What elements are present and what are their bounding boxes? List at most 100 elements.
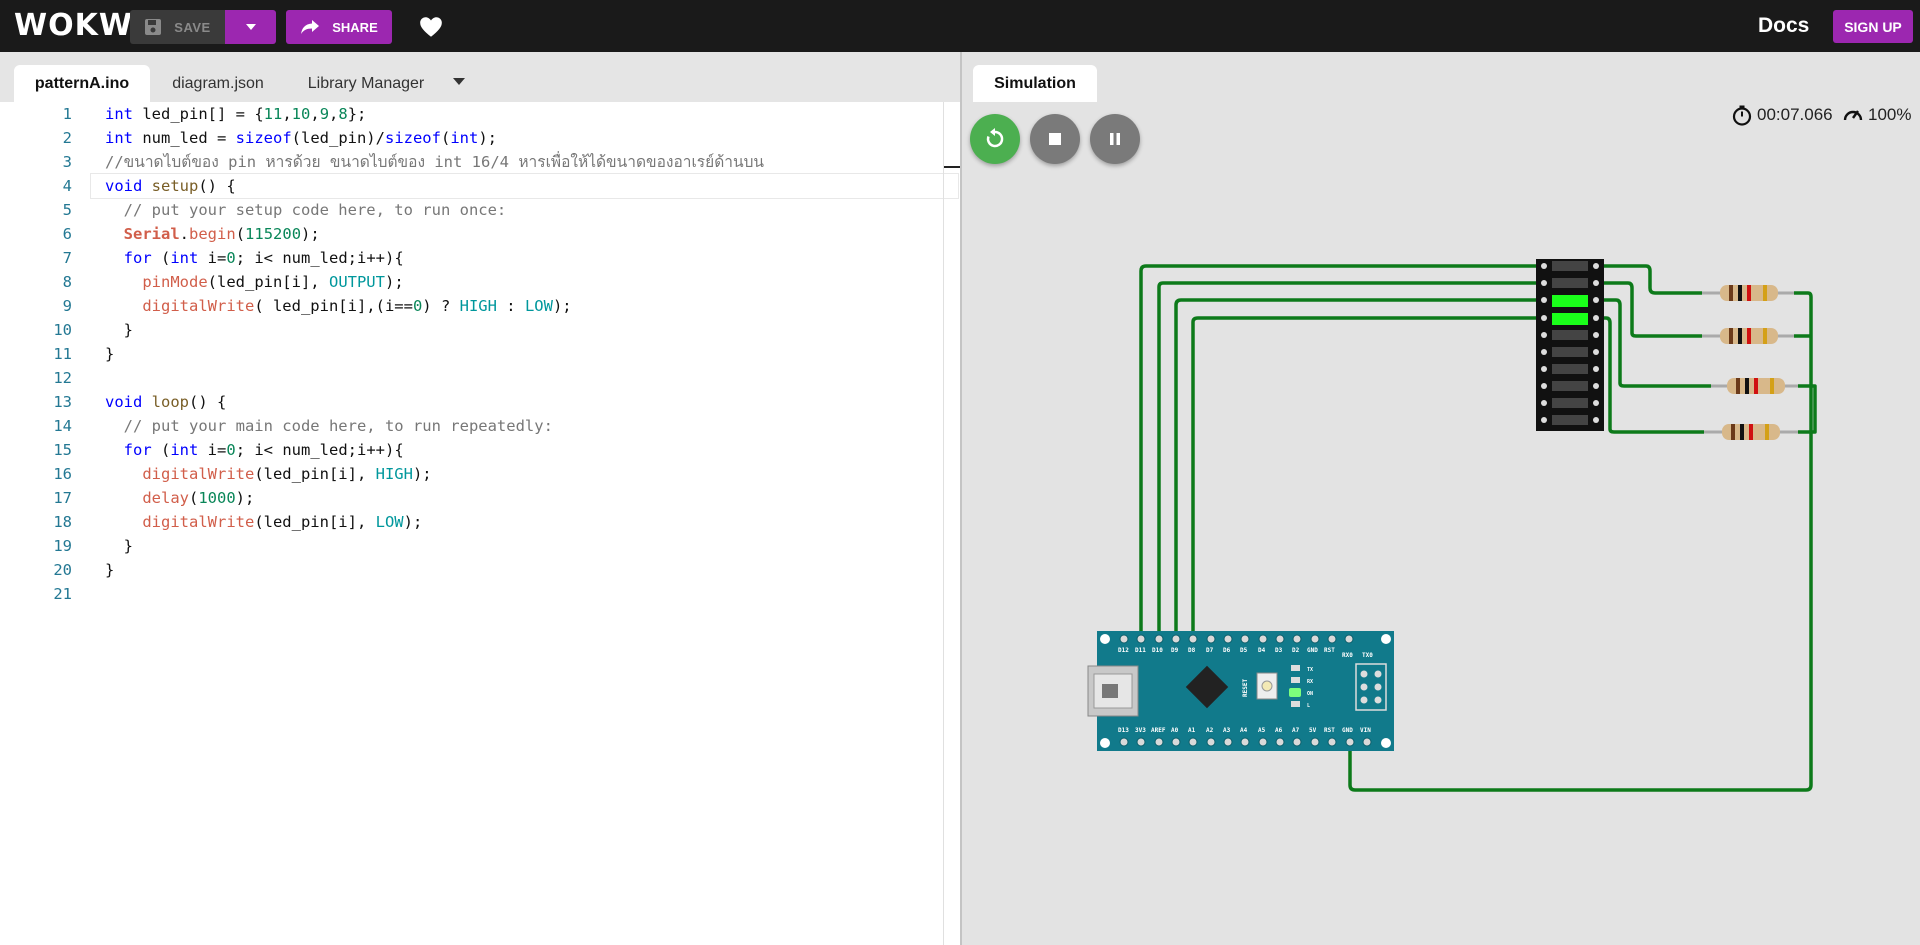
pin-label: D10	[1152, 647, 1163, 654]
speedometer-icon	[1843, 110, 1863, 121]
save-button[interactable]: SAVE	[130, 10, 225, 44]
code-line-19[interactable]: }	[105, 537, 133, 555]
line-number: 17	[53, 489, 72, 507]
wires	[1139, 264, 1817, 792]
led-label-tx: TX	[1307, 667, 1313, 673]
pin-label: A5	[1258, 727, 1266, 734]
save-options-button[interactable]	[225, 10, 276, 44]
line-number: 15	[53, 441, 72, 459]
code-line-8[interactable]: pinMode(led_pin[i], OUTPUT);	[142, 273, 404, 291]
code-line-14[interactable]: // put your main code here, to run repea…	[105, 417, 553, 435]
icsp-header	[1355, 663, 1387, 711]
pin-label: TX0	[1362, 652, 1373, 659]
stop-button[interactable]	[1030, 114, 1080, 164]
wokwi-logo[interactable]: WOKWi	[14, 8, 145, 43]
reset-label: RESET	[1242, 679, 1249, 697]
pin-label: A1	[1188, 727, 1196, 734]
bottom-header-pins	[1119, 737, 1372, 747]
code-line-15[interactable]: for (int i=0; i< num_led;i++){	[123, 441, 404, 459]
pin-label: D11	[1135, 647, 1146, 654]
restart-icon	[986, 128, 1004, 148]
line-number: 7	[62, 249, 72, 267]
share-label: SHARE	[332, 19, 378, 35]
pane-divider[interactable]	[960, 52, 962, 945]
led-label-l: L	[1307, 703, 1310, 709]
code-line-16[interactable]: digitalWrite(led_pin[i], HIGH);	[142, 465, 432, 483]
pin-label: AREF	[1151, 727, 1166, 734]
stop-icon	[1049, 133, 1061, 145]
line-number: 14	[53, 417, 72, 435]
led-bar-graph[interactable]	[1536, 259, 1604, 431]
tab-simulation[interactable]: Simulation	[973, 65, 1097, 102]
pin-label: GND	[1342, 727, 1353, 734]
code-line-1[interactable]: int led_pin[] = {11,10,9,8};	[105, 105, 367, 123]
arduino-nano-board[interactable]: D12 D11 D10 D9 D8 D7 D6 D5 D4 D3 D2 GND …	[1087, 631, 1394, 751]
line-number: 8	[62, 273, 72, 291]
pin-label: A6	[1275, 727, 1283, 734]
pin-label: D3	[1275, 647, 1283, 654]
current-line-highlight	[90, 173, 959, 199]
resistor-1[interactable]	[1702, 285, 1794, 301]
pin-label: D9	[1171, 647, 1179, 654]
line-number: 3	[62, 153, 72, 171]
led-label-rx: RX	[1307, 679, 1313, 685]
restart-button[interactable]	[970, 114, 1020, 164]
pin-label: A4	[1240, 727, 1248, 734]
pause-button[interactable]	[1090, 114, 1140, 164]
usb-connector	[1087, 665, 1139, 717]
code-line-17[interactable]: delay(1000);	[142, 489, 255, 507]
tab-pattern-a-ino[interactable]: patternA.ino	[14, 65, 150, 102]
top-header-pins	[1119, 634, 1354, 644]
code-line-5[interactable]: // put your setup code here, to run once…	[105, 201, 507, 219]
reset-button[interactable]: RESET	[1242, 672, 1278, 700]
code-line-6[interactable]: Serial.begin(115200);	[123, 225, 320, 243]
heart-icon[interactable]	[418, 14, 444, 40]
pin-label: D8	[1188, 647, 1196, 654]
line-number: 18	[53, 513, 72, 531]
signup-button[interactable]: SIGN UP	[1833, 10, 1913, 43]
floppy-icon	[145, 19, 162, 35]
line-number: 13	[53, 393, 72, 411]
share-button[interactable]: SHARE	[286, 10, 392, 44]
resistor-4[interactable]	[1704, 424, 1798, 440]
code-line-13[interactable]: void loop() {	[105, 393, 227, 411]
caret-down-icon	[245, 24, 256, 30]
led-label-on: ON	[1307, 691, 1313, 697]
resistor-3[interactable]	[1711, 378, 1798, 394]
line-number: 20	[53, 561, 72, 579]
tab-library-manager[interactable]: Library Manager	[307, 74, 425, 92]
line-number: 6	[62, 225, 72, 243]
save-group: SAVE	[130, 10, 276, 44]
pin-label: D6	[1223, 647, 1231, 654]
code-line-18[interactable]: digitalWrite(led_pin[i], LOW);	[142, 513, 423, 531]
code-line-2[interactable]: int num_led = sizeof(led_pin)/sizeof(int…	[105, 129, 497, 147]
editor-tabbar: patternA.ino diagram.json Library Manage…	[0, 52, 960, 102]
tab-diagram-json[interactable]: diagram.json	[172, 74, 264, 92]
line-number: 11	[53, 345, 72, 363]
line-number: 1	[62, 105, 72, 123]
pin-label: 3V3	[1135, 727, 1146, 734]
code-line-7[interactable]: for (int i=0; i< num_led;i++){	[123, 249, 404, 267]
circuit-canvas[interactable]: D12 D11 D10 D9 D8 D7 D6 D5 D4 D3 D2 GND …	[962, 52, 1920, 945]
save-label: SAVE	[174, 19, 211, 35]
simulation-pane: Simulation 00:07.066 100%	[962, 52, 1920, 945]
speed-value: 100%	[1868, 105, 1912, 124]
pin-label: A0	[1171, 727, 1179, 734]
code-line-10[interactable]: }	[105, 321, 133, 339]
resistor-2[interactable]	[1702, 328, 1794, 344]
code-line-20[interactable]: }	[105, 561, 115, 579]
pin-label: RX0	[1342, 652, 1353, 659]
app-header: WOKWi SAVE SHARE Docs SIGN UP	[0, 0, 1920, 52]
pin-label: D13	[1118, 727, 1129, 734]
editor-scrollbar[interactable]	[943, 102, 944, 945]
minimap-ruler	[944, 166, 960, 168]
code-line-11[interactable]: }	[105, 345, 115, 363]
docs-link[interactable]: Docs	[1758, 14, 1810, 37]
pin-label: VIN	[1360, 727, 1371, 734]
code-line-3[interactable]: //ขนาดไบต์ของ pin หารด้วย ขนาดไบต์ของ in…	[105, 153, 765, 171]
code-line-4[interactable]: void setup() {	[105, 177, 236, 195]
line-number: 12	[53, 369, 72, 387]
code-line-9[interactable]: digitalWrite( led_pin[i],(i==0) ? HIGH :…	[142, 297, 572, 315]
tabs-menu-caret-icon[interactable]	[453, 78, 465, 85]
